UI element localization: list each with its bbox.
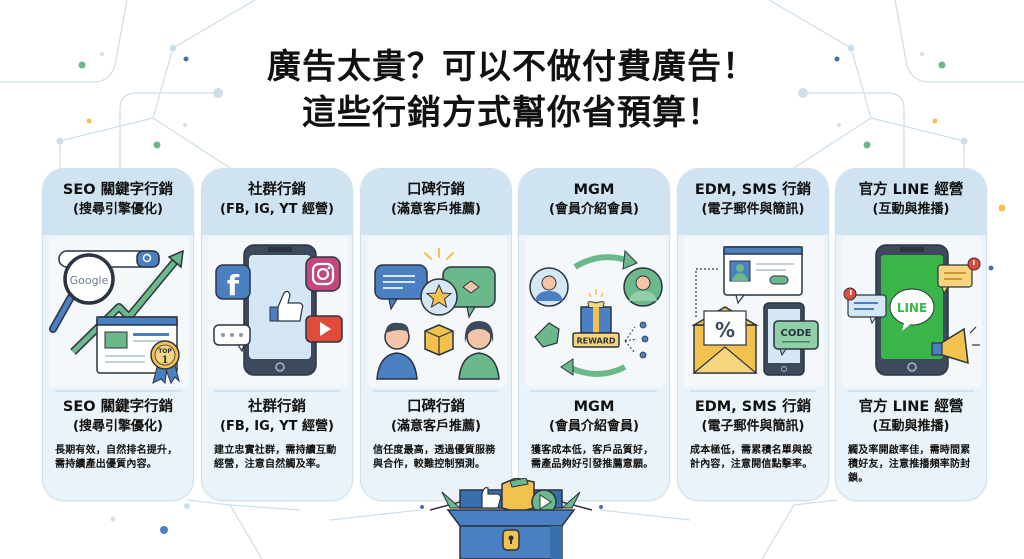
svg-text:TOP: TOP [158,348,172,355]
card-header: 社群行銷 (FB, IG, YT 經營) [202,169,352,235]
tag-icon [534,322,560,348]
card-description: 獲客成本低，客戶品質好，需產品夠好引發推薦意願。 [531,445,654,470]
card-body-subtitle: (滿意客戶推薦) [391,419,481,434]
card-subtitle: (電子郵件與簡訊) [701,202,805,217]
seo-illustration: Google TOP 1 [49,237,189,387]
open-toolbox-icon [429,477,593,559]
member-referral-illustration: REWARD [525,237,665,387]
card-description: 長期有效，自然排名提升，需持續產出優質內容。 [55,445,178,470]
card-body: 社群行銷 (FB, IG, YT 經營) 建立忠實社群，需持續互動經營，注意自然… [202,397,352,472]
card-title: 官方 LINE 經營 [858,182,964,198]
cycle-arrow-icon [573,254,631,270]
svg-text:REWARD: REWARD [576,337,615,346]
svg-text:LINE: LINE [897,301,927,315]
card-body-title: SEO 關鍵字行銷 [62,399,174,415]
instagram-icon [327,266,331,270]
svg-text:%: % [715,318,735,342]
card-body: SEO 關鍵字行銷 (搜尋引擎優化) 長期有效，自然排名提升，需持續產出優質內容… [43,397,193,472]
line-logo-icon [889,288,935,326]
divider [690,390,816,392]
card-title: SEO 關鍵字行銷 [62,182,174,198]
title-line-1: 廣告太貴？可以不做付費廣告！ [267,47,757,87]
card-header: 官方 LINE 經營 (互動與推播) [836,169,986,235]
card-description: 觸及率開啟率佳，需時間累積好友，注意推播頻率防封鎖。 [848,445,971,484]
card-title: MGM [573,182,615,198]
svg-text:CODE: CODE [781,328,812,339]
card-description: 建立忠實社群，需持續互動經營，注意自然觸及率。 [214,445,337,470]
card-title: EDM, SMS 行銷 [694,182,812,198]
card-subtitle: (互動與推播) [872,202,950,217]
page-title: 廣告太貴？可以不做付費廣告！ 這些行銷方式幫你省預算！ [0,44,1024,136]
card-body-title: MGM [573,399,615,415]
social-media-illustration: f [208,237,348,387]
card-body: EDM, SMS 行銷 (電子郵件與簡訊) 成本極低，需累積名單與設計內容，注意… [678,397,828,472]
card-edm-sms: EDM, SMS 行銷 (電子郵件與簡訊) % [677,168,829,501]
card-subtitle: (FB, IG, YT 經營) [220,202,334,217]
card-body-title: EDM, SMS 行銷 [694,399,812,415]
card-body-title: 社群行銷 [248,399,306,415]
handshake-icon [462,280,480,294]
card-header: SEO 關鍵字行銷 (搜尋引擎優化) [43,169,193,235]
divider [214,390,340,392]
card-body-subtitle: (FB, IG, YT 經營) [220,419,334,434]
card-line-official: 官方 LINE 經營 (互動與推播) LINE [835,168,987,501]
card-body-subtitle: (搜尋引擎優化) [73,419,163,434]
card-body-title: 官方 LINE 經營 [858,399,964,415]
card-body: MGM (會員介紹會員) 獲客成本低，客戶品質好，需產品夠好引發推薦意願。 [519,397,669,472]
marketing-cards: SEO 關鍵字行銷 (搜尋引擎優化) Google [42,168,987,501]
card-subtitle: (會員介紹會員) [549,202,639,217]
card-header: EDM, SMS 行銷 (電子郵件與簡訊) [678,169,828,235]
card-body-subtitle: (會員介紹會員) [549,419,639,434]
card-mgm: MGM (會員介紹會員) REWARD [518,168,670,501]
card-word-of-mouth: 口碑行銷 (滿意客戶推薦) [360,168,512,501]
card-body: 口碑行銷 (滿意客戶推薦) 信任度最高，透過優質服務與合作，較難控制預測。 [361,397,511,472]
card-body: 官方 LINE 經營 (互動與推播) 觸及率開啟率佳，需時間累積好友，注意推播頻… [836,397,986,486]
card-seo: SEO 關鍵字行銷 (搜尋引擎優化) Google [42,168,194,501]
email-sms-illustration: % CODE [684,237,824,387]
card-body-title: 口碑行銷 [407,399,465,415]
thumbs-up-icon [269,306,279,322]
svg-text:1: 1 [162,355,169,366]
line-official-illustration: LINE [842,237,982,387]
title-line-2: 這些行銷方式幫你省預算！ [302,93,722,133]
facebook-icon: f [227,269,240,302]
card-social: 社群行銷 (FB, IG, YT 經營) f [201,168,353,501]
card-subtitle: (滿意客戶推薦) [391,202,481,217]
youtube-icon [320,322,331,336]
divider [531,390,657,392]
card-title: 社群行銷 [248,182,306,198]
card-title: 口碑行銷 [407,182,465,198]
divider [373,390,499,392]
google-label: Google [70,274,109,287]
word-of-mouth-illustration [367,237,507,387]
card-header: MGM (會員介紹會員) [519,169,669,235]
card-description: 成本極低，需累積名單與設計內容，注意開信點擊率。 [690,445,813,470]
divider [55,390,181,392]
thumbs-up-icon [481,487,502,509]
card-body-subtitle: (電子郵件與簡訊) [701,419,805,434]
card-description: 信任度最高，透過優質服務與合作，較難控制預測。 [373,445,496,470]
card-header: 口碑行銷 (滿意客戶推薦) [361,169,511,235]
divider [848,390,974,392]
star-icon [425,283,453,309]
card-subtitle: (搜尋引擎優化) [73,202,163,217]
card-body-subtitle: (互動與推播) [872,419,950,434]
